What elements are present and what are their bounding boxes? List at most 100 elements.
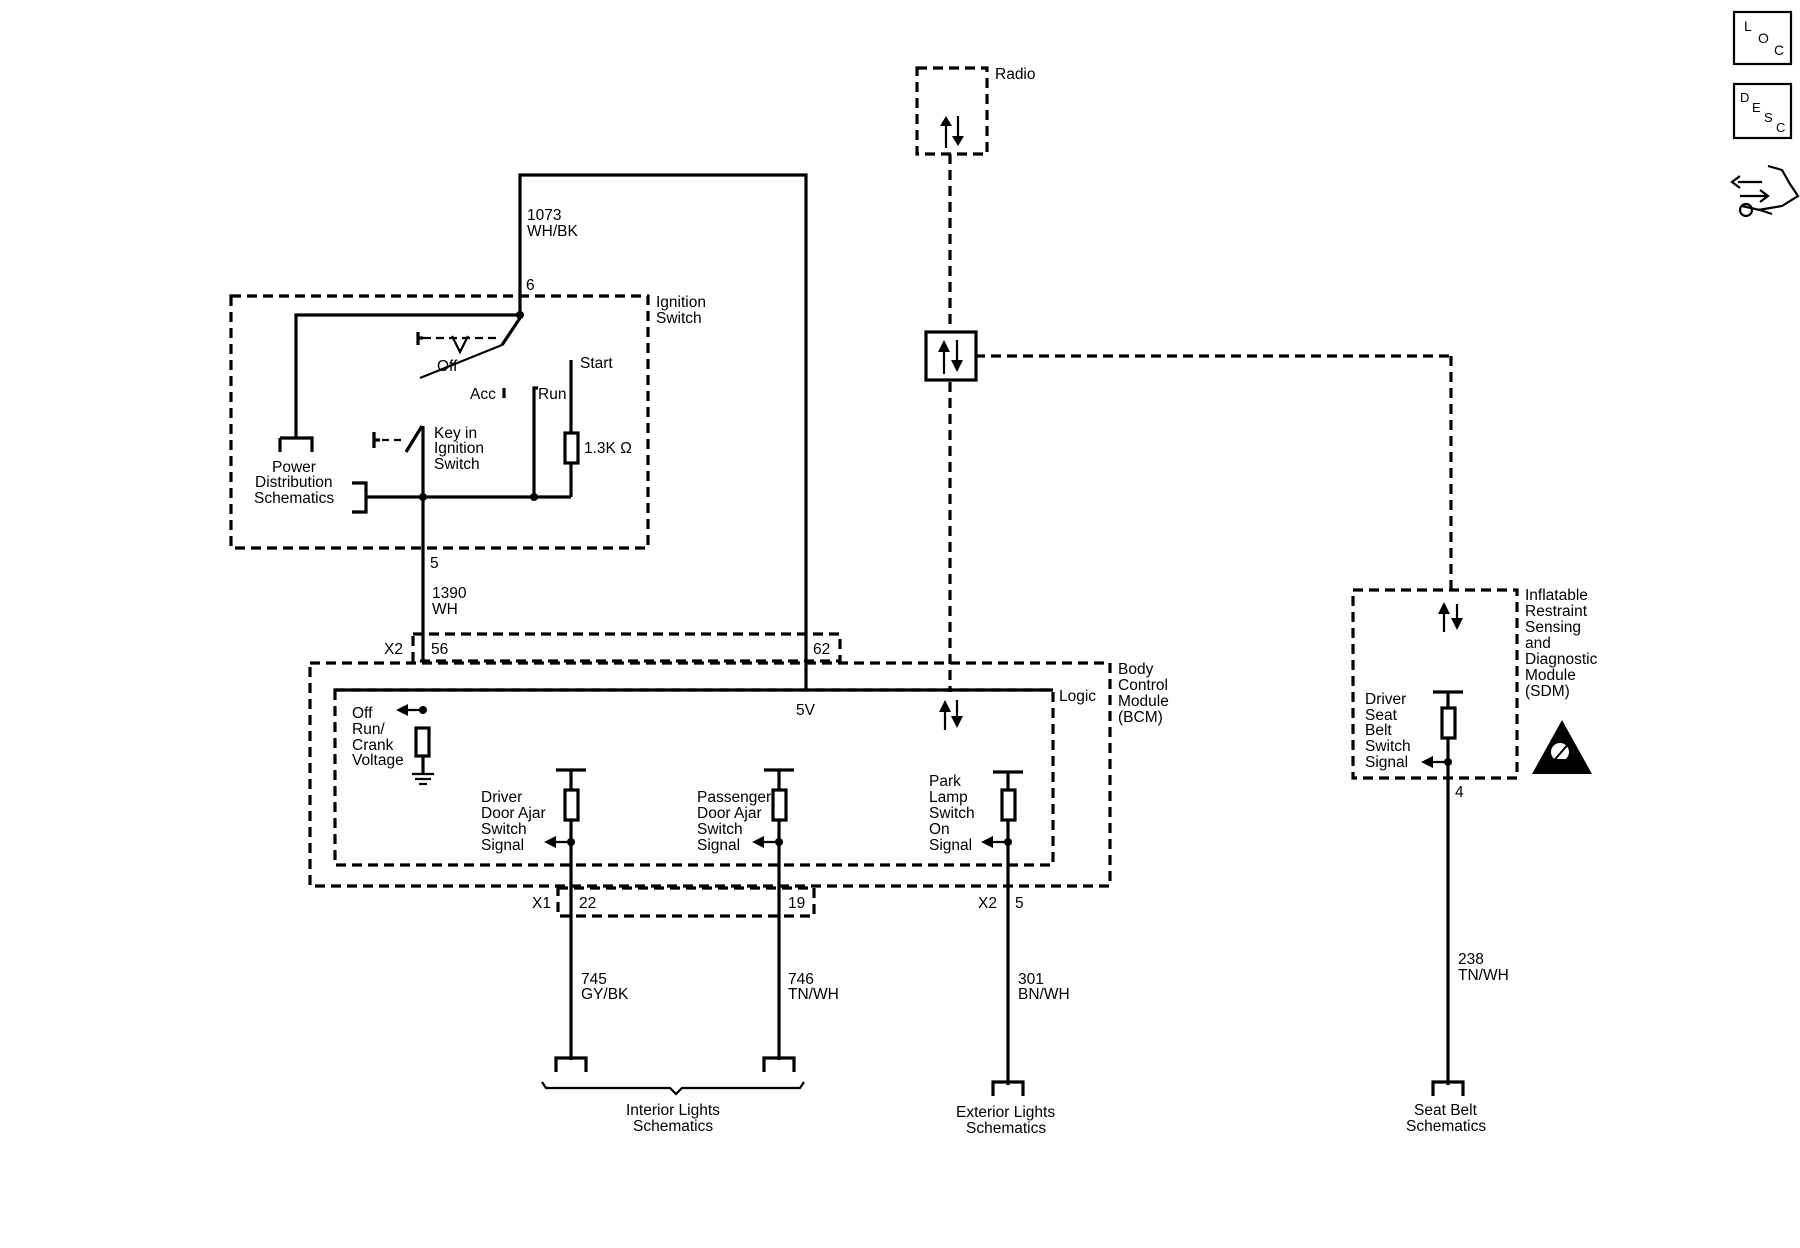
wire-238-color: TN/WH [1458,967,1509,984]
wire-301-circuit: 301 [1018,971,1044,988]
position-acc: Acc [470,386,496,403]
conn-x1: X1 [532,895,551,912]
park-lamp-5: Signal [929,837,972,854]
resistor [563,431,580,465]
wire-301-color: BN/WH [1018,986,1070,1003]
park-lamp-1: Park [929,773,961,790]
passenger-door-3: Switch [697,821,743,838]
position-run: Run [538,386,566,403]
bidirectional-arrow-icon [939,700,963,730]
key-label-1: Key in [434,425,477,442]
ignition-switch: Ignition Switch 1073 WH/BK 6 Power Distr… [229,173,808,660]
pin-22: 22 [579,895,596,912]
radio-module: Radio [915,66,1036,156]
exterior-ref-1: Exterior Lights [956,1104,1055,1121]
sdm-title-3: Sensing [1525,619,1581,636]
desc-icon[interactable]: D E S C [1732,82,1793,140]
bcm-title-4: (BCM) [1118,709,1163,726]
key-label-2: Ignition [434,440,484,457]
wire-1390-color: WH [432,601,458,618]
pin-19: 19 [788,895,805,912]
svg-text:D: D [1740,90,1749,105]
off-run-crank-4: Voltage [352,752,404,769]
svg-text:C: C [1774,42,1784,58]
pin-56: 56 [431,641,448,658]
sdm-signal-2: Seat [1365,707,1398,724]
conn-x2-top: X2 [384,641,403,658]
svg-text:L: L [1744,18,1752,34]
serial-data-bus [948,154,1453,692]
body-control-module: Body Control Module (BCM) Logic 5V X2 56… [308,632,1169,1085]
key-label-3: Switch [434,456,480,473]
resistor-value: 1.3K Ω [584,440,632,457]
driver-door-1: Driver [481,789,522,806]
power-distribution-connector [278,436,314,452]
bidirectional-arrow-icon [1438,602,1463,632]
wire-1073-color: WH/BK [527,223,578,240]
position-start: Start [580,355,613,372]
bcm-title-2: Control [1118,677,1168,694]
sdm-title-5: Diagnostic [1525,651,1598,668]
svg-text:S: S [1764,110,1773,125]
off-run-crank-3: Crank [352,737,394,754]
wire-745-circuit: 745 [581,971,607,988]
bcm-5v: 5V [796,702,816,719]
exterior-ref-2: Schematics [966,1120,1046,1137]
driver-door-3: Switch [481,821,527,838]
ignition-switch-title-2: Switch [656,310,702,327]
ignition-pin-5: 5 [430,555,439,572]
power-dist-label-3: Schematics [254,490,334,507]
bcm-title-1: Body [1118,661,1154,678]
wire-1073-circuit: 1073 [527,207,561,224]
connector-navigation-icon[interactable] [1730,164,1800,218]
sdm-signal-3: Belt [1365,722,1392,739]
seatbelt-ref-1: Seat Belt [1414,1102,1478,1119]
wire-1073 [518,173,808,658]
wire-746-circuit: 746 [788,971,814,988]
data-bus-splice [924,330,978,382]
bidirectional-arrow-icon [940,116,964,148]
passenger-door-2: Door Ajar [697,805,762,822]
sdm-signal-4: Switch [1365,738,1411,755]
interior-brace [541,1081,805,1096]
wire-1390-circuit: 1390 [432,585,467,602]
driver-door-4: Signal [481,837,524,854]
ignition-pin-6: 6 [526,277,535,294]
bcm-title-3: Module [1118,693,1169,710]
ground-icon [412,772,434,786]
svg-text:O: O [1758,30,1769,46]
driver-door-2: Door Ajar [481,805,546,822]
seatbelt-ref-2: Schematics [1406,1118,1486,1135]
sdm-signal-1: Driver [1365,691,1406,708]
sdm-title-1: Inflatable [1525,587,1588,604]
park-lamp-3: Switch [929,805,975,822]
svg-text:C: C [1776,120,1785,135]
pin-5: 5 [1015,895,1024,912]
interior-ref-2: Schematics [633,1118,713,1135]
ignition-switch-title-1: Ignition [656,294,706,311]
power-dist-label-1: Power [272,459,316,476]
sdm-module: Inflatable Restraint Sensing and Diagnos… [1351,587,1598,1085]
park-lamp-4: On [929,821,950,838]
sdm-pin-4: 4 [1455,784,1464,801]
off-run-crank-1: Off [352,705,373,722]
interior-ref-1: Interior Lights [626,1102,720,1119]
conn-x2-bottom: X2 [978,895,997,912]
wire-238-circuit: 238 [1458,951,1484,968]
bcm-logic: Logic [1059,688,1096,705]
passenger-door-4: Signal [697,837,740,854]
airbag-warning-icon [1532,720,1592,774]
power-dist-label-2: Distribution [255,474,333,491]
loc-icon[interactable]: L O C [1732,10,1793,66]
park-lamp-2: Lamp [929,789,968,806]
position-off: Off [437,358,458,375]
sdm-signal-5: Signal [1365,754,1408,771]
svg-text:E: E [1752,100,1761,115]
sdm-title-4: and [1525,635,1551,652]
passenger-door-1: Passenger [697,789,771,806]
sdm-title-6: Module [1525,667,1576,684]
pin-62: 62 [813,641,830,658]
sdm-title-2: Restraint [1525,603,1588,620]
wire-746-color: TN/WH [788,986,839,1003]
